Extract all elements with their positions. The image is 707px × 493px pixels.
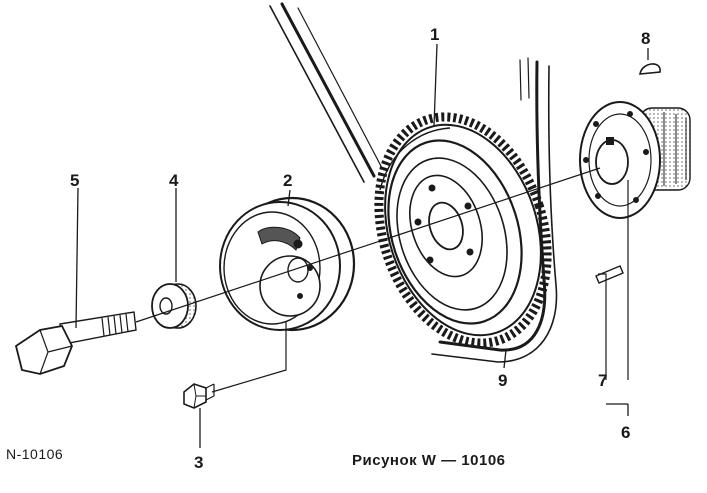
callout-5: 5 (70, 171, 79, 190)
leader-lines (75, 43, 649, 448)
woodruff-key (639, 63, 661, 75)
callout-2: 2 (283, 171, 292, 190)
crankshaft-sprocket (579, 101, 691, 219)
callout-9: 9 (498, 371, 507, 390)
assembly-axis-lines (135, 167, 629, 393)
callout-8: 8 (641, 29, 650, 48)
figure-caption: Рисунок W — 10106 (352, 452, 506, 469)
pulley-bolt (14, 311, 137, 375)
washer (151, 283, 197, 329)
crankshaft-pulley (219, 196, 356, 332)
pin (595, 265, 624, 284)
callout-6: 6 (621, 423, 630, 442)
callout-1: 1 (430, 25, 439, 44)
callout-7: 7 (598, 371, 607, 390)
small-bolt (183, 383, 215, 409)
callout-4: 4 (169, 171, 179, 190)
callout-3: 3 (194, 453, 203, 472)
timing-pulley (374, 112, 552, 348)
reference-code: N-10106 (6, 446, 64, 462)
